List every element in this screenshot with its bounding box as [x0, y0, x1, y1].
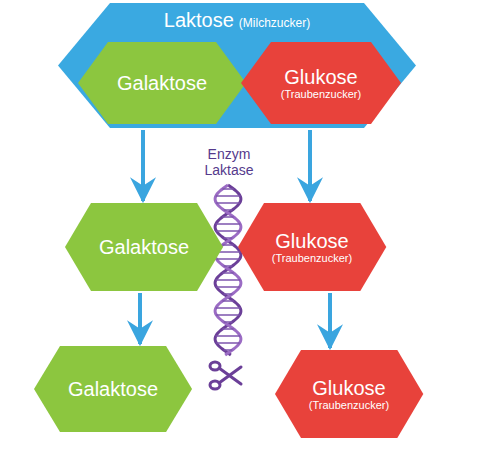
sugar-hexagon: Galaktose — [34, 346, 192, 432]
hexagon-fill — [34, 346, 192, 432]
helix-rung — [222, 272, 233, 274]
helix-rung — [222, 216, 233, 218]
dna-helix — [215, 185, 241, 355]
hexagon-fill — [238, 203, 386, 291]
node-text: Laktose (Milchzucker) — [58, 3, 416, 31]
helix-rung — [216, 195, 241, 197]
sugar-hexagon: Glukose(Traubenzucker) — [241, 42, 401, 124]
hexagon-fill — [58, 3, 416, 128]
helix-rung — [216, 342, 239, 344]
node-text: Galaktose — [34, 346, 192, 432]
common-name: (Traubenzucker) — [309, 399, 389, 411]
reaction-arrow — [308, 130, 312, 201]
sugar-name: Glukose — [312, 377, 385, 399]
sugar-name: Glukose — [284, 66, 357, 88]
helix-rung — [216, 223, 241, 225]
helix-rung — [224, 349, 233, 351]
hexagon-fill — [241, 42, 401, 124]
helix-rung — [216, 307, 241, 309]
helix-rung — [216, 286, 239, 288]
helix-rung — [216, 314, 239, 316]
reaction-arrow — [141, 130, 145, 201]
sugar-name: Laktose — [164, 9, 234, 31]
helix-rung — [222, 188, 233, 190]
helix-rung — [224, 293, 233, 295]
hexagon-fill — [78, 42, 246, 124]
helix-rung — [222, 328, 233, 330]
reaction-arrow — [138, 293, 142, 344]
helix-rung — [222, 300, 233, 302]
helix-strand — [215, 185, 241, 355]
sugar-hexagon: Glukose(Traubenzucker) — [275, 350, 423, 438]
hexagon-fill — [65, 203, 223, 291]
sugar-name: Glukose — [275, 230, 348, 252]
helix-rung — [224, 321, 233, 323]
helix-rung — [216, 335, 241, 337]
node-text: Glukose(Traubenzucker) — [275, 350, 423, 438]
sugar-name: Galaktose — [68, 378, 158, 400]
node-text: Galaktose — [78, 42, 246, 124]
helix-rung — [224, 265, 233, 267]
sugar-hexagon: Galaktose — [65, 203, 223, 291]
sugar-hexagon: Galaktose — [78, 42, 246, 124]
node-text: Glukose(Traubenzucker) — [241, 42, 401, 124]
common-name: (Traubenzucker) — [272, 252, 352, 264]
helix-rung — [224, 237, 233, 239]
hexagon-fill — [275, 350, 423, 438]
node-text: Glukose(Traubenzucker) — [238, 203, 386, 291]
node-text: Galaktose — [65, 203, 223, 291]
sugar-hexagon: Glukose(Traubenzucker) — [238, 203, 386, 291]
enzyme-label: Enzym Laktase — [193, 146, 265, 178]
scissors-symbol — [210, 362, 241, 389]
helix-rung — [216, 279, 241, 281]
helix-rung — [216, 202, 239, 204]
helix-rung — [224, 209, 233, 211]
reaction-arrow — [328, 293, 332, 348]
common-name: (Milchzucker) — [239, 17, 310, 30]
common-name: (Traubenzucker) — [281, 88, 361, 100]
sugar-name: Galaktose — [99, 236, 189, 258]
helix-strand — [215, 185, 241, 355]
sugar-name: Galaktose — [117, 72, 207, 94]
helix-rung — [216, 230, 239, 232]
helix-rung — [216, 258, 239, 260]
compound-hexagon: Laktose (Milchzucker) Galaktose Glukose(Tra… — [58, 3, 416, 128]
helix-rung — [222, 244, 233, 246]
